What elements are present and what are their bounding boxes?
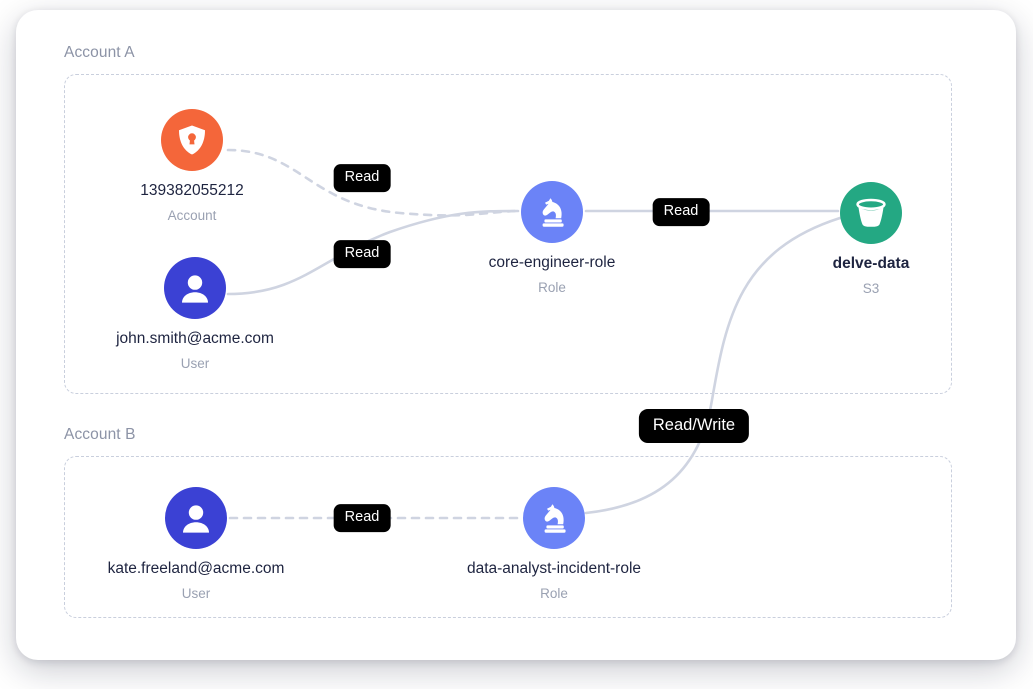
node-subtitle: Account [167, 207, 217, 223]
node-title: data-analyst-incident-role [466, 560, 642, 577]
chess-knight-icon [521, 181, 583, 243]
node-subtitle: User [181, 585, 211, 601]
node-role-data-analyst-incident[interactable]: data-analyst-incident-role Role [434, 487, 674, 602]
node-subtitle: Role [540, 585, 568, 601]
edge-label-analyst-role-to-s3[interactable]: Read/Write [638, 409, 750, 443]
node-user-kate-freeland[interactable]: kate.freeland@acme.com User [76, 487, 316, 602]
chess-knight-icon [523, 487, 585, 549]
edge-label-john-to-core-role[interactable]: Read [333, 240, 391, 268]
user-avatar-icon [165, 487, 227, 549]
edge-label-account-to-core-role[interactable]: Read [333, 164, 391, 192]
node-title: john.smith@acme.com [116, 330, 274, 347]
bucket-icon [840, 182, 902, 244]
node-title: kate.freeland@acme.com [107, 560, 285, 577]
node-account-139382055212[interactable]: 139382055212 Account [72, 109, 312, 224]
edge-label-core-role-to-s3[interactable]: Read [652, 198, 710, 226]
group-label-account-b: Account B [64, 426, 136, 443]
group-box-account-a [64, 74, 952, 394]
node-role-core-engineer[interactable]: core-engineer-role Role [432, 181, 672, 296]
node-s3-delve-data[interactable]: delve-data S3 [751, 182, 991, 297]
node-subtitle: S3 [862, 280, 880, 296]
edge-label-kate-to-analyst-role[interactable]: Read [333, 504, 391, 532]
group-box-account-b [64, 456, 952, 618]
node-title: 139382055212 [140, 182, 244, 199]
node-user-john-smith[interactable]: john.smith@acme.com User [75, 257, 315, 372]
node-subtitle: Role [538, 279, 566, 295]
user-avatar-icon [164, 257, 226, 319]
shield-lock-icon [161, 109, 223, 171]
node-title: core-engineer-role [488, 254, 616, 271]
group-label-account-a: Account A [64, 44, 135, 61]
node-title: delve-data [832, 255, 910, 272]
node-subtitle: User [180, 355, 210, 371]
